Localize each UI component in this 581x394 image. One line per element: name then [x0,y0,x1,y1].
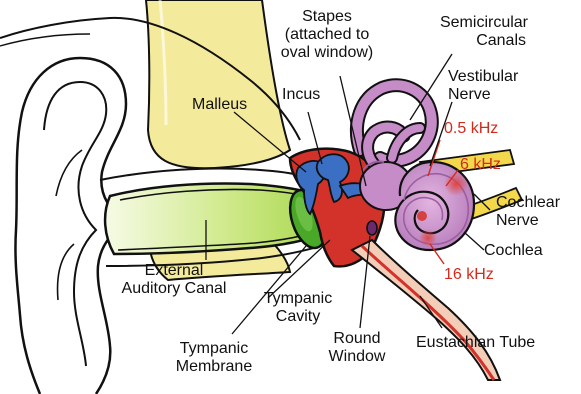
label-stapes: Stapes (attached to oval window) [262,8,392,62]
label-vestibular-line2: Nerve [448,86,518,104]
label-external-auditory-canal: External Auditory Canal [106,262,242,298]
label-incus: Incus [282,86,320,104]
label-canal-line2: Auditory Canal [106,280,242,298]
label-vestibular-nerve: Vestibular Nerve [448,68,518,104]
label-freq-05: 0.5 kHz [444,120,498,138]
label-semicircular-line1: Semicircular [406,14,528,32]
label-semicircular-line2: Canals [406,32,528,50]
label-cochlea: Cochlea [484,242,543,260]
label-semicircular-canals: Semicircular Canals [406,14,528,50]
label-tympanic-cavity: Tympanic Cavity [258,290,338,326]
cochlea-shape [395,162,474,250]
label-round-line1: Round [322,330,392,348]
label-round-window: Round Window [322,330,392,366]
label-round-line2: Window [322,348,392,366]
label-cochlear-line2: Nerve [496,212,560,230]
label-stapes-line3: oval window) [262,44,392,62]
label-vestibular-line1: Vestibular [448,68,518,86]
label-tympanic-membrane: Tympanic Membrane [164,340,264,376]
label-eustachian-tube: Eustachian Tube [416,334,535,352]
label-cochlear-nerve: Cochlear Nerve [496,194,560,230]
label-freq-16: 16 kHz [444,266,494,284]
label-cochlear-line1: Cochlear [496,194,560,212]
label-stapes-line1: Stapes [262,8,392,26]
label-canal-line1: External [106,262,242,280]
label-malleus: Malleus [192,96,247,114]
label-stapes-line2: (attached to [262,26,392,44]
round-window-shape [367,221,377,235]
label-freq-6: 6 kHz [460,156,501,174]
label-membrane-line2: Membrane [164,358,264,376]
label-cavity-line1: Tympanic [258,290,338,308]
label-membrane-line1: Tympanic [164,340,264,358]
label-cavity-line2: Cavity [258,308,338,326]
